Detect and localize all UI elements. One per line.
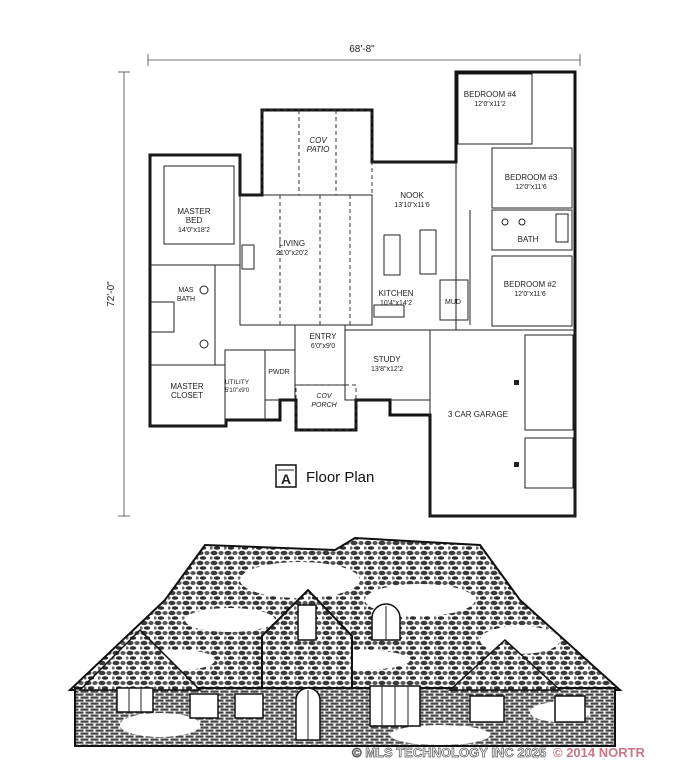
mas-bath-name2: BATH xyxy=(177,296,195,303)
entry-size: 6'0"x9'0 xyxy=(311,343,335,350)
porch-size: PORCH xyxy=(311,402,337,409)
elevation-windows xyxy=(116,685,586,727)
floor-plan: 68'-8" 72'-0" xyxy=(106,44,581,518)
utility-name: UTILITY xyxy=(225,379,250,386)
bath-name: BATH xyxy=(518,235,539,244)
kitchen-size: 10'4"x14'2 xyxy=(380,300,412,307)
entry-name: ENTRY xyxy=(310,332,338,341)
patio-size: PATIO xyxy=(307,145,330,154)
bedroom4-size: 12'0"x11'2 xyxy=(474,101,506,108)
nook-size: 13'10"x11'6 xyxy=(394,202,429,209)
mas-bath-name: MAS xyxy=(178,287,194,294)
bedroom2-name: BEDROOM #2 xyxy=(504,280,557,289)
master-closet-name: MASTER xyxy=(170,382,204,391)
study-size: 13'8"x12'2 xyxy=(371,366,403,373)
kitchen-name: KITCHEN xyxy=(378,289,413,298)
dimension-lines xyxy=(118,54,581,517)
utility-size: 5'10"x9'0 xyxy=(225,388,250,394)
master-bed-name2: BED xyxy=(186,216,203,225)
living-size: 21'0"x20'2 xyxy=(276,250,308,257)
master-bed-size: 14'0"x18'2 xyxy=(178,227,210,234)
exterior-walls xyxy=(148,70,577,518)
patio-name: COV xyxy=(309,136,327,145)
mud-name: MUD xyxy=(445,299,461,306)
master-closet-name2: CLOSET xyxy=(171,391,203,400)
master-bed-name: MASTER xyxy=(177,207,211,216)
garage-name: 3 CAR GARAGE xyxy=(448,410,508,419)
nook-name: NOOK xyxy=(400,191,424,200)
depth-dimension: 72'-0" xyxy=(106,281,117,307)
mls-watermark: © MLS TECHNOLOGY INC 2025 xyxy=(352,745,546,760)
width-dimension: 68'-8" xyxy=(349,44,375,55)
bedroom2-size: 12'0"x11'6 xyxy=(514,291,546,298)
plan-title: Floor Plan xyxy=(306,469,374,486)
pwdr-name: PWDR xyxy=(268,369,289,376)
bedroom3-size: 12'0"x11'6 xyxy=(515,184,547,191)
copyright-overlay: © 2014 NORTR xyxy=(553,745,646,760)
bedroom4-name: BEDROOM #4 xyxy=(464,90,517,99)
study-name: STUDY xyxy=(373,355,401,364)
bedroom3-name: BEDROOM #3 xyxy=(505,173,558,182)
title-letter: A xyxy=(281,471,291,487)
porch-name: COV xyxy=(316,393,333,400)
living-name: LIVING xyxy=(279,239,305,248)
front-elevation xyxy=(67,536,623,747)
